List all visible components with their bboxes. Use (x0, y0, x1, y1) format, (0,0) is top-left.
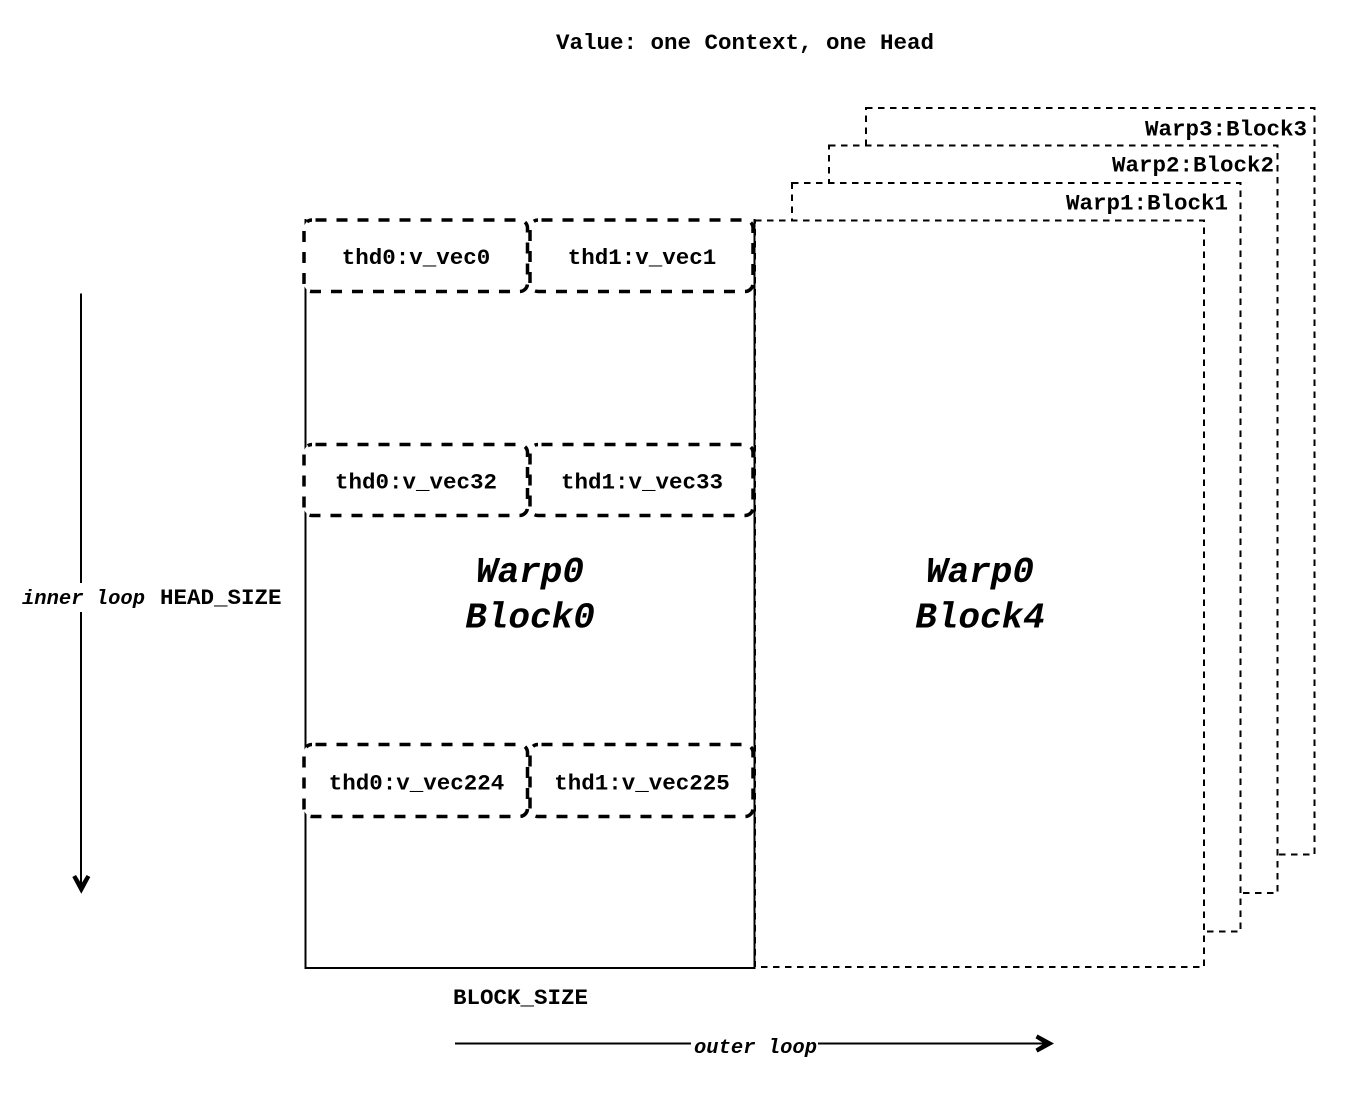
svg-text:thd0:v_vec224: thd0:v_vec224 (329, 771, 505, 797)
svg-text:thd0:v_vec32: thd0:v_vec32 (335, 470, 497, 496)
svg-text:Warp0: Warp0 (926, 552, 1034, 593)
svg-text:Block4: Block4 (915, 598, 1045, 639)
svg-text:HEAD_SIZE: HEAD_SIZE (160, 585, 282, 611)
svg-text:thd0:v_vec0: thd0:v_vec0 (342, 245, 491, 271)
svg-text:BLOCK_SIZE: BLOCK_SIZE (453, 985, 588, 1011)
svg-text:Warp3:Block3: Warp3:Block3 (1145, 117, 1307, 143)
svg-text:Block0: Block0 (465, 598, 595, 639)
svg-text:thd1:v_vec1: thd1:v_vec1 (568, 245, 717, 271)
svg-text:Warp1:Block1: Warp1:Block1 (1066, 191, 1228, 217)
svg-text:thd1:v_vec225: thd1:v_vec225 (554, 771, 730, 797)
svg-text:Warp0: Warp0 (476, 552, 584, 593)
svg-text:outer loop: outer loop (694, 1037, 817, 1060)
svg-text:thd1:v_vec33: thd1:v_vec33 (561, 470, 723, 496)
svg-text:inner loop: inner loop (22, 588, 145, 611)
svg-text:Value: one Context, one Head: Value: one Context, one Head (556, 30, 934, 56)
svg-text:Warp2:Block2: Warp2:Block2 (1112, 153, 1274, 179)
